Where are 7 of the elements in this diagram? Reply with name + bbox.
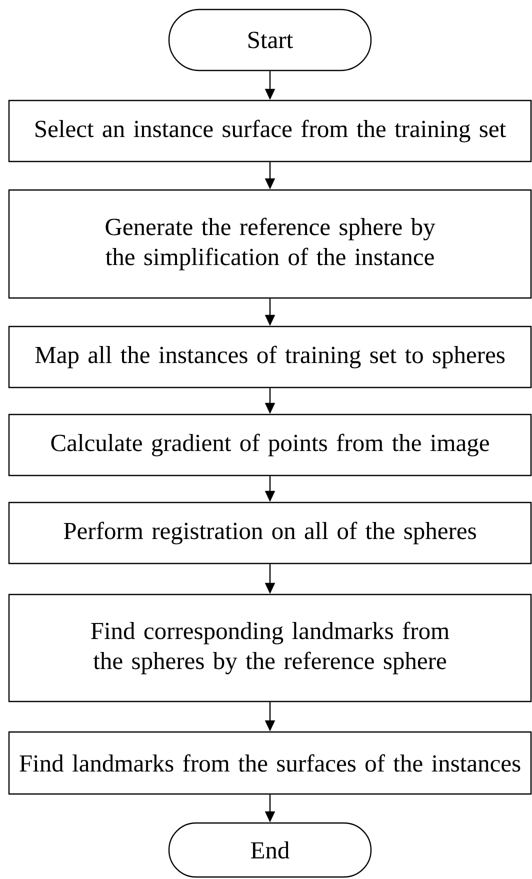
process-box: Generate the reference sphere by the simplification of the instance (8, 189, 532, 299)
process-box: Select an instance surface from the training set (8, 100, 532, 162)
process-box: Map all the instances of training set to spheres (8, 326, 532, 388)
process-box: Find landmarks from the surfaces of the instances (8, 731, 532, 795)
process-box: Perform registration on all of the spheres (8, 502, 532, 564)
process-box: Calculate gradient of points from the image (8, 414, 532, 476)
process-box: Find corresponding landmarks from the spheres by the reference sphere (8, 594, 532, 702)
